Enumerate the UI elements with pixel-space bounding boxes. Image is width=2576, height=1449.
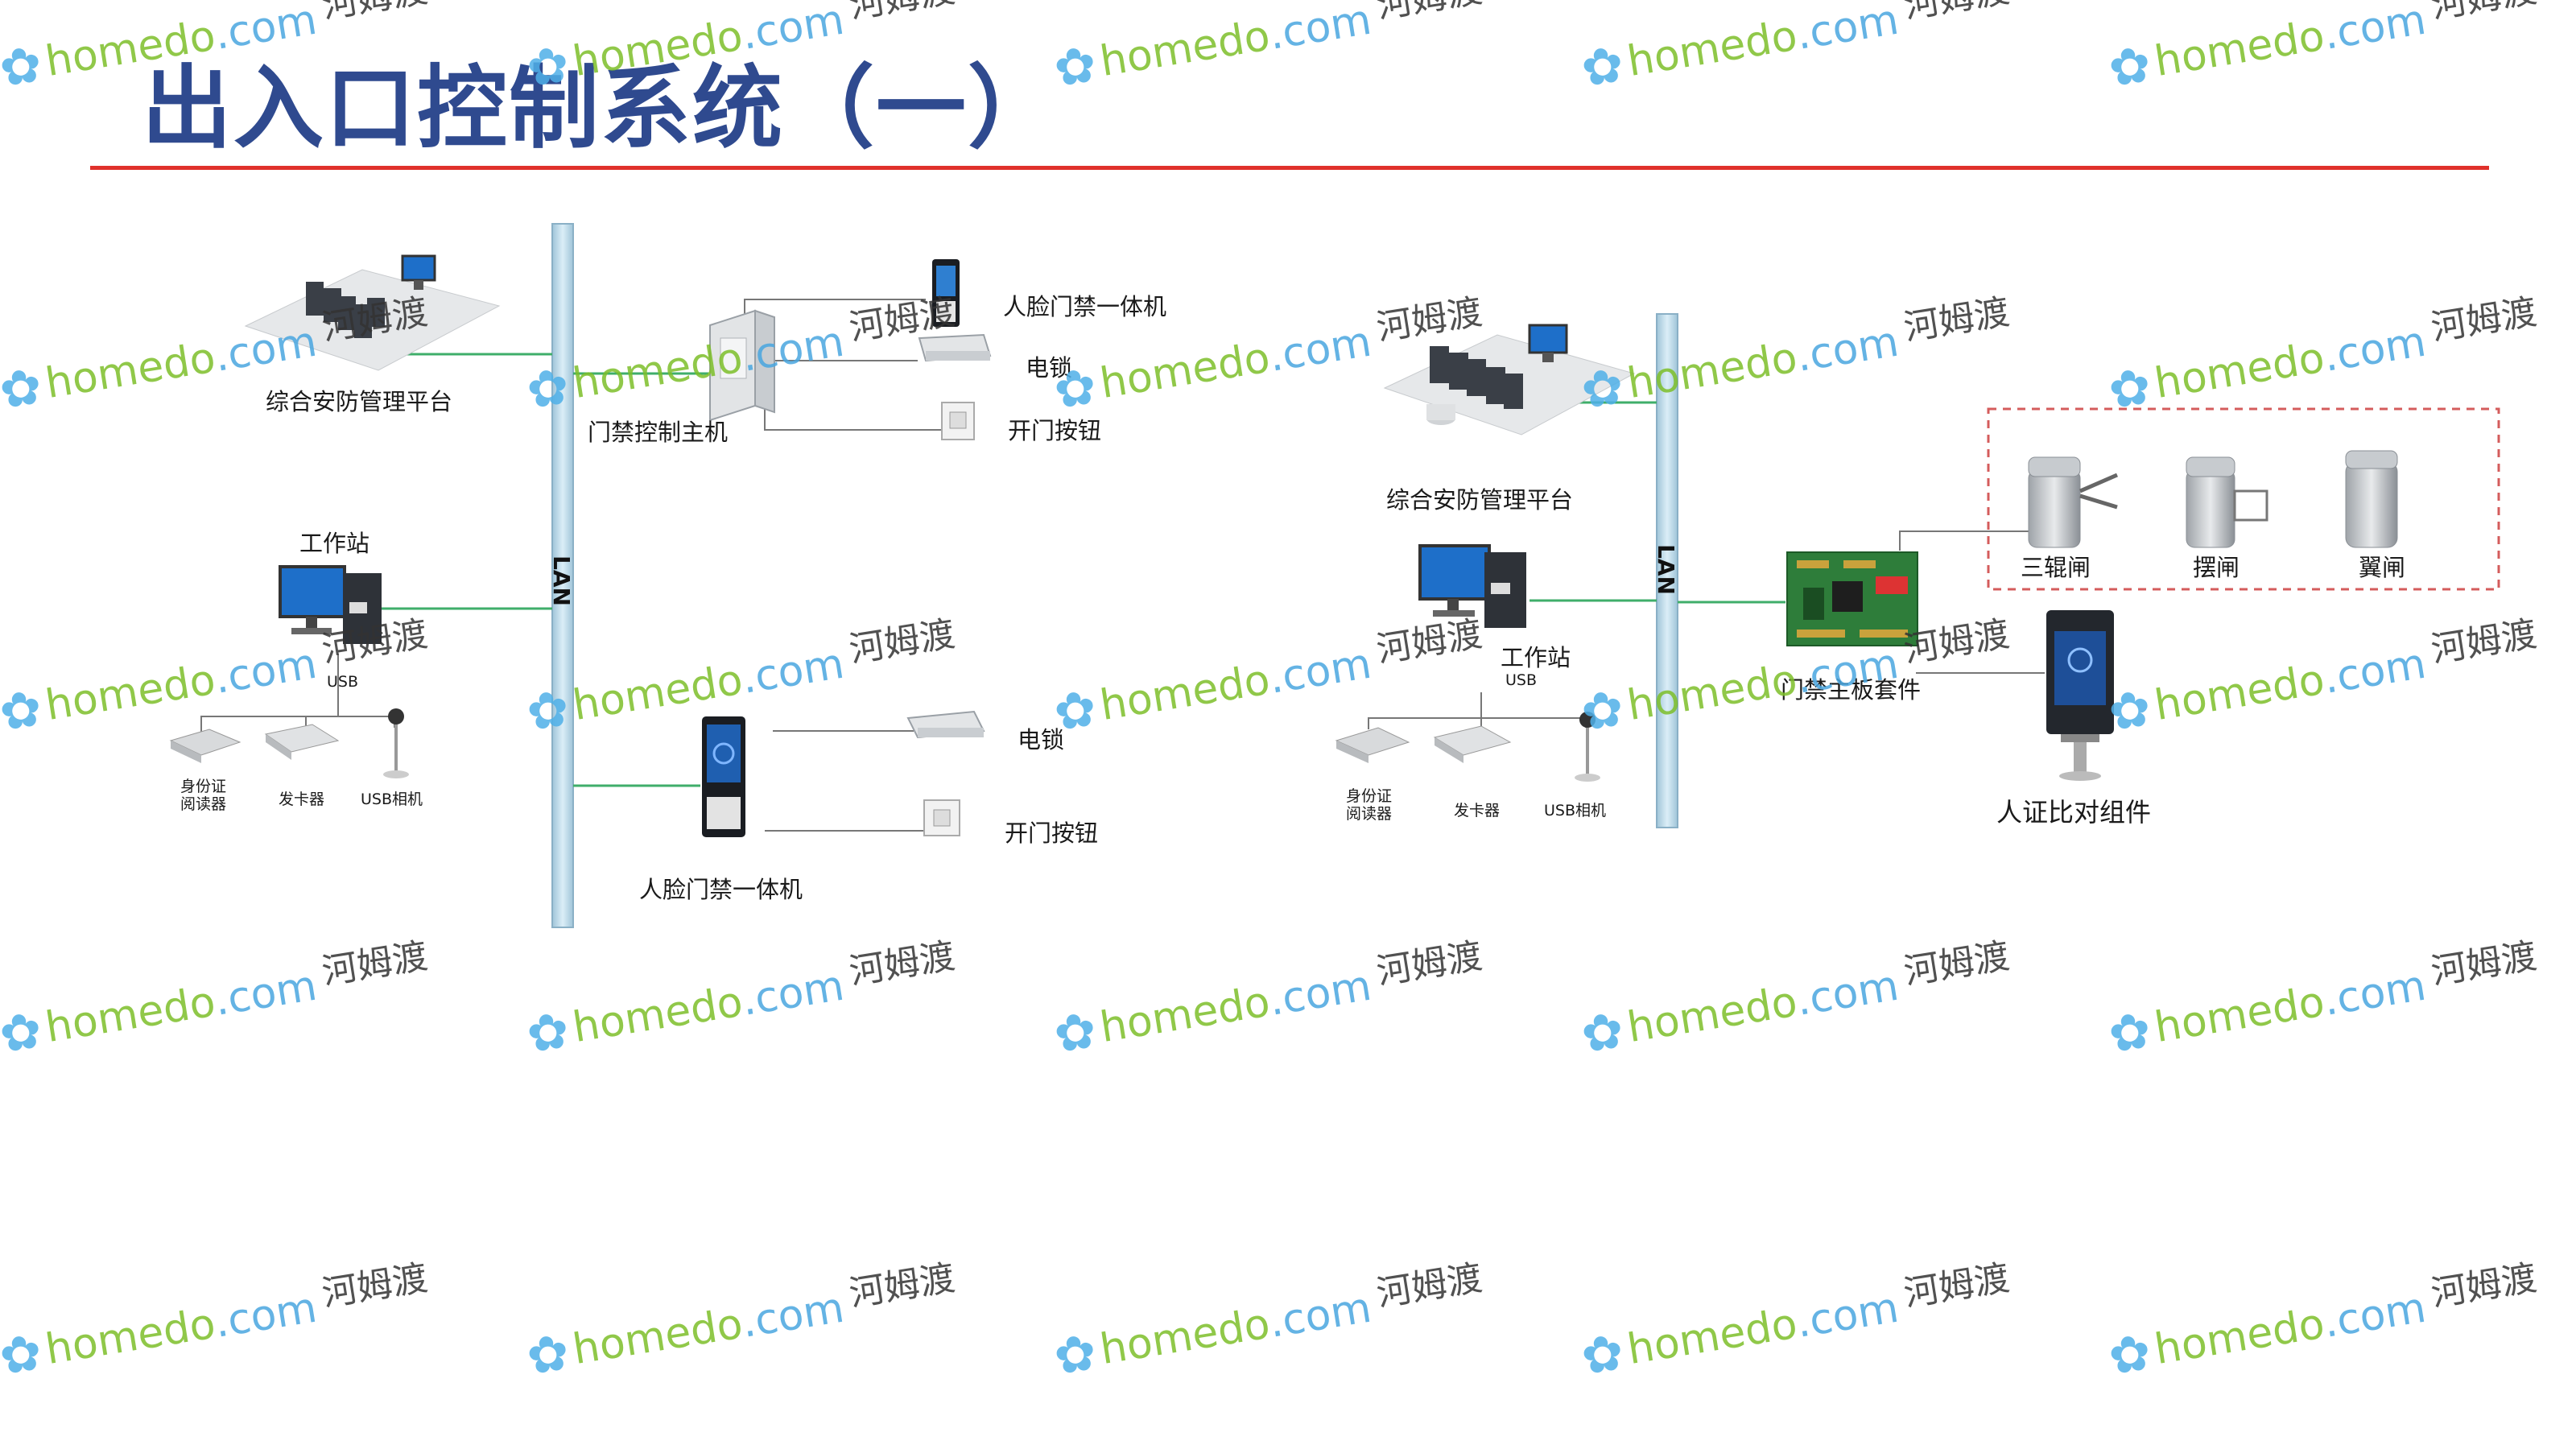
- door-controller-icon: [709, 309, 775, 422]
- id-reader-right-label-2: 阅读器: [1346, 805, 1393, 823]
- gate-flap-label: 翼闸: [2359, 554, 2406, 581]
- card-issuer-right-icon: [1433, 725, 1512, 763]
- controller-label: 门禁控制主机: [588, 419, 729, 446]
- platform-left-label: 综合安防管理平台: [266, 388, 453, 415]
- id-reader-right-icon: [1335, 727, 1410, 763]
- id-reader-right-label-1: 身份证: [1346, 787, 1393, 805]
- platform-left-icon: [244, 254, 501, 371]
- button-top-label: 开门按钮: [1008, 417, 1102, 444]
- id-reader-left-label-1: 身份证: [180, 778, 227, 795]
- electric-lock-top-icon: [918, 333, 992, 362]
- button-bottom-label: 开门按钮: [1005, 819, 1099, 847]
- board-label: 门禁主板套件: [1781, 676, 1922, 704]
- lan-bus-left: [551, 223, 574, 928]
- title-divider: [90, 166, 2489, 170]
- workstation-left-icon: [279, 565, 382, 644]
- lock-top-label: 电锁: [1026, 354, 1073, 382]
- workstation-right-icon: [1418, 544, 1526, 628]
- gates-group-box: [1987, 407, 2500, 591]
- access-board-icon: [1786, 551, 1918, 646]
- card-issuer-left-label: 发卡器: [279, 791, 325, 808]
- face-terminal-bottom-label: 人脸门禁一体机: [639, 876, 803, 903]
- electric-lock-bottom-icon: [906, 710, 985, 739]
- face-terminal-top-icon: [932, 259, 960, 327]
- face-terminal-bottom-icon: [702, 716, 745, 837]
- tripod-turnstile-icon: [2028, 456, 2118, 548]
- usb-camera-right-icon: [1575, 712, 1600, 782]
- id-reader-left-label-2: 阅读器: [180, 795, 227, 813]
- usb-left-label: USB: [327, 673, 359, 691]
- usb-camera-left-label: USB相机: [361, 791, 423, 808]
- usb-camera-left-icon: [383, 708, 409, 778]
- swing-gate-icon: [2186, 456, 2268, 548]
- lan-label-right: LAN: [1653, 544, 1679, 595]
- id-compare-terminal-icon: [2046, 610, 2114, 781]
- card-issuer-right-label: 发卡器: [1454, 802, 1501, 819]
- usb-camera-right-label: USB相机: [1544, 802, 1607, 819]
- id-compare-label: 人证比对组件: [1996, 797, 2152, 828]
- id-reader-left-icon: [169, 729, 242, 763]
- gate-swing-label: 摆闸: [2193, 554, 2240, 581]
- workstation-left-label: 工作站: [299, 530, 370, 557]
- workstation-right-label: 工作站: [1501, 644, 1571, 671]
- gate-tripod-label: 三辊闸: [2021, 554, 2091, 581]
- lock-bottom-label: 电锁: [1018, 726, 1065, 753]
- platform-right-label: 综合安防管理平台: [1386, 486, 1574, 514]
- lan-label-left: LAN: [548, 555, 575, 606]
- platform-right-icon: [1383, 324, 1636, 436]
- flap-barrier-icon: [2345, 450, 2398, 548]
- face-terminal-top-label: 人脸门禁一体机: [1003, 293, 1167, 320]
- lan-links-right: [1530, 401, 1785, 604]
- lan-bus-right: [1656, 313, 1678, 828]
- card-issuer-left-icon: [264, 724, 340, 760]
- exit-button-bottom-icon: [923, 799, 960, 836]
- usb-right-label: USB: [1505, 671, 1538, 689]
- exit-button-top-icon: [941, 402, 975, 440]
- slide-title: 出入口控制系统（一）: [142, 56, 1059, 161]
